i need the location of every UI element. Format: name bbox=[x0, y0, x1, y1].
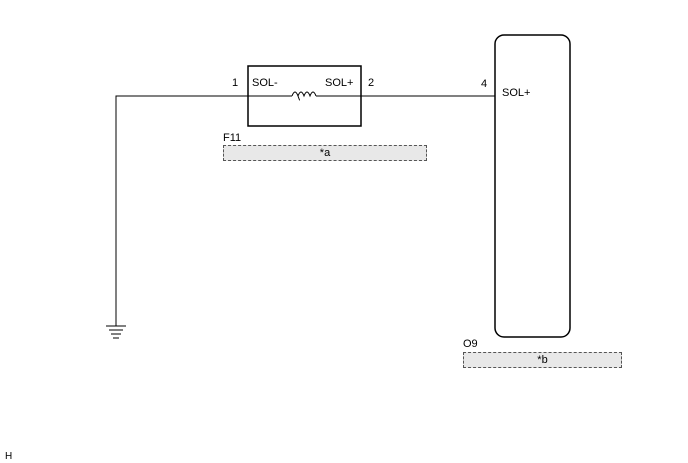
o9-pin4-number: 4 bbox=[481, 78, 488, 90]
f11-pin1-name: SOL- bbox=[252, 77, 278, 89]
o9-label-box: *b bbox=[463, 352, 622, 368]
o9-id: O9 bbox=[463, 338, 478, 350]
coil-icon bbox=[291, 91, 317, 101]
f11-pin1-number: 1 bbox=[232, 77, 239, 89]
ground-icon bbox=[106, 325, 126, 339]
ground-wire bbox=[115, 95, 248, 326]
o9-component-box bbox=[494, 34, 571, 338]
f11-pin2-name: SOL+ bbox=[325, 77, 354, 89]
o9-pin4-name: SOL+ bbox=[502, 87, 531, 99]
f11-pin2-number: 2 bbox=[368, 77, 375, 89]
footer-code: H bbox=[5, 451, 13, 462]
f11-id: F11 bbox=[223, 132, 242, 144]
f11-label-box: *a bbox=[223, 145, 427, 161]
